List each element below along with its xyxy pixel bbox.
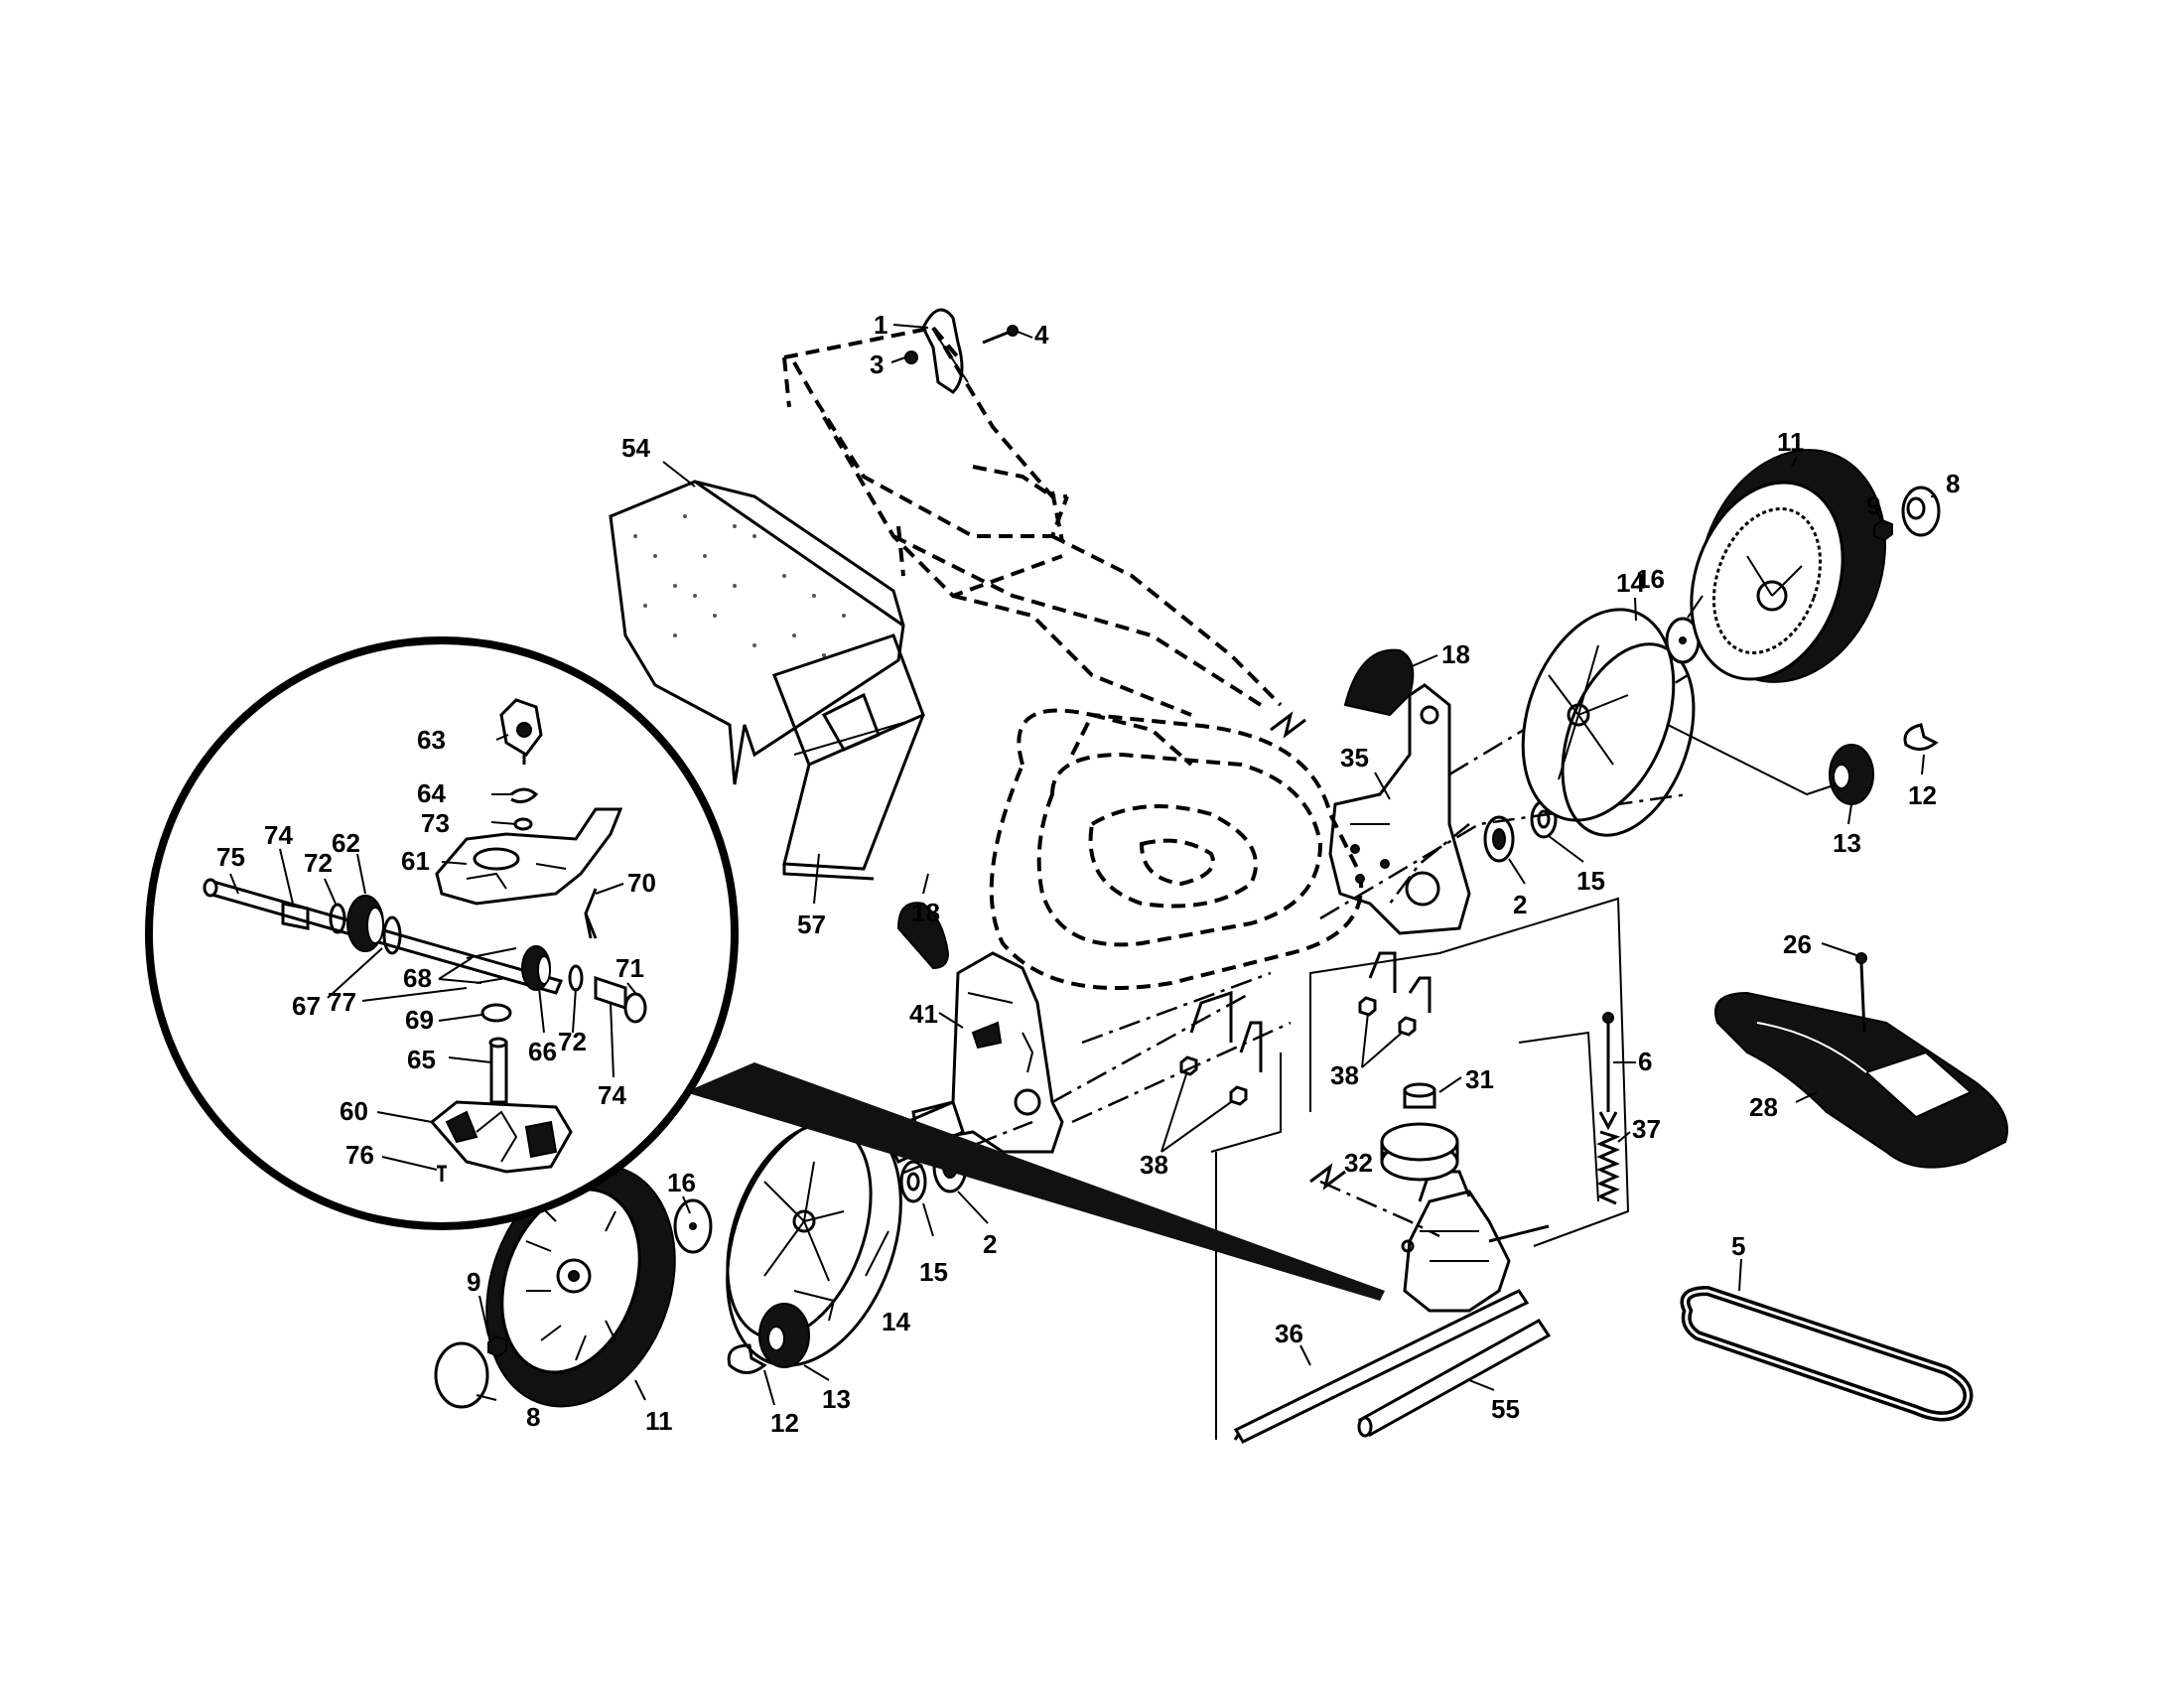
rod-55 bbox=[1357, 1319, 1552, 1438]
cover-lower bbox=[896, 902, 950, 970]
callout-73: 73 bbox=[421, 808, 450, 838]
nuts-group-38-left bbox=[1179, 990, 1263, 1106]
callout-31: 31 bbox=[1465, 1064, 1494, 1094]
callout-14-left: 14 bbox=[882, 1307, 910, 1336]
handle-phantom bbox=[782, 325, 1283, 717]
spring-37 bbox=[1596, 1130, 1621, 1205]
callout-55: 55 bbox=[1491, 1394, 1520, 1424]
callout-2-right: 2 bbox=[1513, 890, 1527, 919]
callout-18-upper: 18 bbox=[1441, 639, 1470, 669]
callout-63: 63 bbox=[417, 725, 446, 755]
callout-13-left: 13 bbox=[822, 1384, 851, 1414]
callout-74-upper: 74 bbox=[264, 820, 293, 850]
drive-belt bbox=[1680, 1285, 1974, 1422]
gear-right bbox=[1667, 724, 1874, 805]
callout-2-left: 2 bbox=[983, 1229, 997, 1259]
callout-1: 1 bbox=[874, 310, 887, 340]
break-symbol-upper bbox=[1270, 711, 1346, 1191]
transmission bbox=[1401, 1170, 1550, 1313]
leader-lines bbox=[229, 324, 1936, 1406]
callout-41: 41 bbox=[909, 999, 938, 1029]
nuts-group-38-right bbox=[1358, 951, 1432, 1037]
callout-18-lower: 18 bbox=[911, 898, 940, 927]
callout-70: 70 bbox=[627, 868, 656, 898]
callout-4: 4 bbox=[1034, 320, 1049, 350]
axle-36 bbox=[1233, 1289, 1530, 1444]
callout-67: 67 bbox=[292, 991, 321, 1021]
callout-64: 64 bbox=[417, 778, 446, 808]
mower-deck-phantom bbox=[989, 708, 1364, 990]
cover-upper bbox=[1343, 648, 1415, 717]
callout-12-left: 12 bbox=[770, 1408, 799, 1438]
callout-77: 77 bbox=[328, 987, 356, 1017]
cap-left bbox=[434, 1341, 489, 1409]
callout-12-right: 12 bbox=[1908, 780, 1937, 810]
callout-32: 32 bbox=[1344, 1148, 1373, 1178]
callout-65: 65 bbox=[407, 1045, 436, 1074]
callout-11-left: 11 bbox=[645, 1406, 673, 1436]
cap-right bbox=[1901, 486, 1941, 537]
nut-left bbox=[487, 1334, 507, 1358]
callout-3: 3 bbox=[870, 350, 884, 379]
callout-15-right: 15 bbox=[1576, 866, 1605, 896]
callout-38-right: 38 bbox=[1330, 1060, 1359, 1090]
clip-left bbox=[727, 1343, 767, 1374]
wheel-hub-right bbox=[1521, 608, 1696, 837]
callout-72-lower: 72 bbox=[558, 1027, 587, 1056]
callout-13-right: 13 bbox=[1833, 828, 1861, 858]
clip-right bbox=[1903, 723, 1939, 751]
detail-circle bbox=[145, 636, 739, 1230]
callout-72-upper: 72 bbox=[304, 848, 333, 878]
wheel-left bbox=[485, 1164, 676, 1408]
callout-54: 54 bbox=[621, 433, 650, 463]
callout-28: 28 bbox=[1749, 1092, 1778, 1122]
callout-57: 57 bbox=[797, 910, 826, 939]
callout-68: 68 bbox=[403, 963, 432, 993]
callout-labels: 1 3 4 54 57 18 18 35 2 15 14 16 11 9 8 1… bbox=[216, 310, 1960, 1438]
callout-15-left: 15 bbox=[919, 1257, 948, 1287]
detail-pointer bbox=[685, 1062, 1385, 1301]
callout-74-lower: 74 bbox=[598, 1080, 626, 1110]
callout-76: 76 bbox=[345, 1140, 374, 1170]
bolt-6 bbox=[1598, 1012, 1618, 1131]
gear-left bbox=[758, 1290, 836, 1368]
grass-bag bbox=[609, 480, 925, 881]
callout-61: 61 bbox=[401, 846, 430, 876]
boundary-lines bbox=[1210, 897, 1630, 1440]
callout-8-left: 8 bbox=[526, 1402, 540, 1432]
callout-71: 71 bbox=[615, 953, 644, 983]
control-lever bbox=[904, 308, 1019, 394]
callout-9-right: 9 bbox=[1866, 491, 1880, 520]
washer-left bbox=[673, 1198, 713, 1254]
callout-5: 5 bbox=[1731, 1231, 1745, 1261]
callout-38-left: 38 bbox=[1140, 1150, 1168, 1180]
callout-14-right: 14 bbox=[1616, 568, 1645, 598]
callout-16-left: 16 bbox=[667, 1168, 696, 1197]
callout-62: 62 bbox=[332, 828, 360, 858]
callout-75: 75 bbox=[216, 842, 245, 872]
callout-16-right: 16 bbox=[1636, 564, 1665, 594]
callout-8-right: 8 bbox=[1946, 469, 1960, 498]
washer-right bbox=[1665, 617, 1701, 664]
bushing-right bbox=[1483, 799, 1558, 863]
callout-6: 6 bbox=[1638, 1047, 1652, 1076]
wheel-right bbox=[1690, 449, 1887, 683]
pulley-32 bbox=[1380, 1122, 1459, 1182]
callout-60: 60 bbox=[340, 1096, 368, 1126]
nut-right bbox=[1873, 518, 1893, 542]
right-bracket bbox=[1328, 683, 1471, 935]
callout-26: 26 bbox=[1783, 929, 1812, 959]
callout-37: 37 bbox=[1632, 1114, 1661, 1144]
belt-cover bbox=[1714, 952, 2008, 1169]
callout-9-left: 9 bbox=[467, 1267, 480, 1297]
callout-11-right: 11 bbox=[1777, 427, 1805, 457]
callout-66: 66 bbox=[528, 1037, 557, 1066]
callout-35: 35 bbox=[1340, 743, 1369, 772]
nut-31 bbox=[1403, 1082, 1436, 1109]
callout-36: 36 bbox=[1275, 1319, 1303, 1348]
callout-69: 69 bbox=[405, 1005, 434, 1035]
